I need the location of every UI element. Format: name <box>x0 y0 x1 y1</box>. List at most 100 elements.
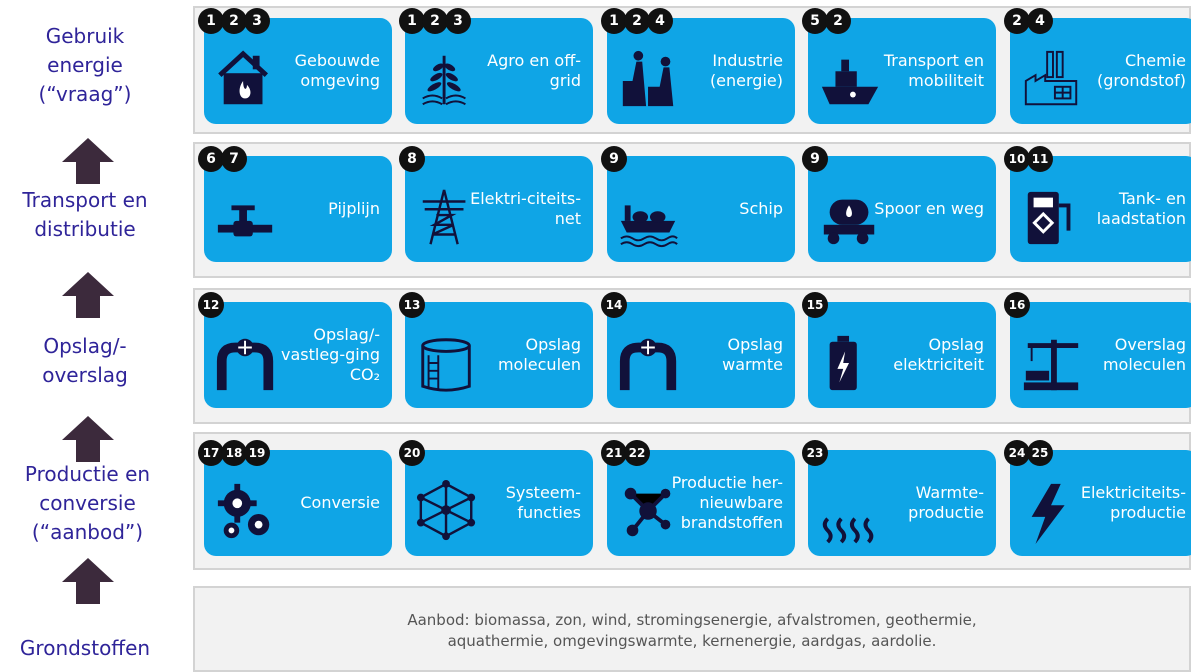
badge-group: 23 <box>802 440 828 466</box>
number-badge: 2 <box>624 8 650 34</box>
number-badge: 22 <box>624 440 650 466</box>
number-badge: 23 <box>802 440 828 466</box>
card-label: Systeem-functies <box>505 483 581 522</box>
card-co2-storage-pipe: Opslag/-vastleg-ging CO₂ 12 <box>198 292 392 408</box>
card-label: Warmte-productie <box>908 483 984 522</box>
storage-tank-icon <box>421 338 471 392</box>
house-fire-icon <box>218 50 269 105</box>
card-power-pylon: Elektri-citeits-net 8 <box>399 146 593 262</box>
pipeline-valve-icon <box>217 205 273 237</box>
card-label: Opslag warmte <box>722 335 783 374</box>
badge-group: 13 <box>399 292 425 318</box>
card-label: Opslag elektriciteit <box>893 335 984 374</box>
power-pylon-icon <box>422 189 466 245</box>
factory-icon <box>622 50 674 107</box>
card-tanker-ship: Schip 9 <box>601 146 795 262</box>
card-label: Opslag/-vastleg-ging CO₂ <box>281 325 380 384</box>
lightning-icon <box>1031 483 1065 544</box>
plant-icon <box>422 55 466 106</box>
number-badge: 6 <box>198 146 224 172</box>
card-label: Pijplijn <box>328 199 380 218</box>
number-badge: 21 <box>601 440 627 466</box>
number-badge: 2 <box>422 8 448 34</box>
number-badge: 12 <box>198 292 224 318</box>
number-badge: 5 <box>802 8 828 34</box>
card-label: Productie her-nieuwbare brandstoffen <box>671 473 783 532</box>
number-badge: 4 <box>647 8 673 34</box>
card-label: Chemie (grondstof) <box>1097 51 1186 90</box>
card-label: Schip <box>739 199 783 218</box>
card-label: Agro en off-grid <box>487 51 581 90</box>
number-badge: 24 <box>1004 440 1030 466</box>
ship-icon <box>821 59 879 105</box>
number-badge: 20 <box>399 440 425 466</box>
card-label: Gebouwde omgeving <box>294 51 380 90</box>
number-badge: 18 <box>221 440 247 466</box>
number-badge: 9 <box>601 146 627 172</box>
up-arrow-icon <box>62 138 114 184</box>
card-network: Systeem-functies 20 <box>399 440 593 556</box>
label-gebruik-energie: Gebruik energie (“vraag”) <box>38 24 132 106</box>
number-badge: 1 <box>198 8 224 34</box>
number-badge: 13 <box>399 292 425 318</box>
number-badge: 4 <box>1027 8 1053 34</box>
card-battery: Opslag elektriciteit 15 <box>802 292 996 408</box>
badge-group: 9 <box>601 146 627 172</box>
number-badge: 1 <box>601 8 627 34</box>
badge-group: 15 <box>802 292 828 318</box>
number-badge: 14 <box>601 292 627 318</box>
number-badge: 2 <box>1004 8 1030 34</box>
fuel-station-icon <box>1027 191 1071 245</box>
network-icon <box>416 480 476 541</box>
badge-group: 8 <box>399 146 425 172</box>
card-heat-waves: Warmte-productie 23 <box>802 440 996 556</box>
number-badge: 8 <box>399 146 425 172</box>
battery-icon <box>829 335 857 391</box>
number-badge: 19 <box>244 440 270 466</box>
number-badge: 16 <box>1004 292 1030 318</box>
up-arrow-icon <box>62 416 114 462</box>
card-label: Overslag moleculen <box>1102 335 1186 374</box>
number-badge: 9 <box>802 146 828 172</box>
number-badge: 15 <box>802 292 828 318</box>
up-arrow-icon <box>62 272 114 318</box>
number-badge: 10 <box>1004 146 1030 172</box>
number-badge: 17 <box>198 440 224 466</box>
number-badge: 25 <box>1027 440 1053 466</box>
card-label: Tank- en laadstation <box>1096 189 1186 228</box>
card-crane: Overslag moleculen 16 <box>1004 292 1191 408</box>
badge-group: 9 <box>802 146 828 172</box>
co2-storage-pipe-icon <box>216 338 274 391</box>
supply-text: Aanbod: biomassa, zon, wind, stromingsen… <box>407 611 977 650</box>
label-transport-distributie: Transport en distributie <box>22 188 148 241</box>
gears-icon <box>217 483 270 539</box>
tanker-ship-icon <box>620 205 678 248</box>
number-badge: 2 <box>221 8 247 34</box>
badge-group: 16 <box>1004 292 1030 318</box>
card-label: Elektri-citeits-net <box>470 189 581 228</box>
card-label: Elektriciteits-productie <box>1080 483 1186 522</box>
up-arrow-icon <box>62 558 114 604</box>
badge-group: 14 <box>601 292 627 318</box>
